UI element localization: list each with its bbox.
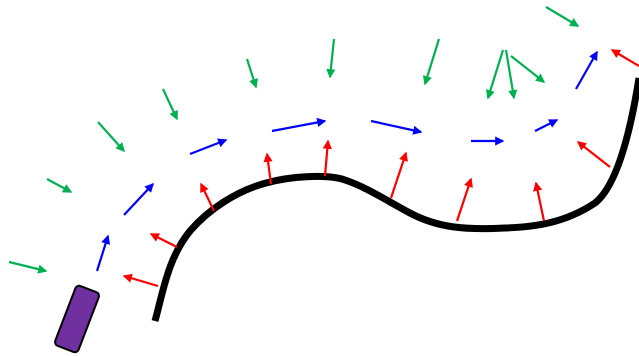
blue-arrow-2 [123, 182, 154, 216]
blue-arrow-3 [189, 138, 228, 156]
green-arrow-6 [326, 38, 336, 79]
red-arrows-group [122, 49, 639, 288]
red-arrow-5 [322, 139, 332, 177]
red-arrow-7 [455, 177, 473, 222]
green-arrow-2 [46, 178, 73, 193]
blue-arrow-1 [95, 234, 111, 272]
green-arrow-8 [485, 49, 505, 100]
blue-arrow-4 [271, 117, 327, 133]
red-arrow-9 [576, 141, 611, 168]
red-arrow-1 [122, 273, 159, 288]
red-arrow-3 [200, 182, 215, 212]
red-arrow-10 [610, 49, 639, 67]
blue-arrow-7 [534, 119, 559, 132]
red-arrow-2 [149, 233, 178, 248]
green-arrow-4 [162, 88, 178, 121]
red-arrow-8 [533, 181, 546, 222]
vehicle [54, 284, 100, 354]
green-arrow-3 [97, 121, 125, 153]
green-arrow-10 [510, 55, 546, 83]
green-arrow-7 [422, 38, 441, 86]
green-arrow-9 [504, 49, 518, 100]
red-arrow-4 [263, 152, 273, 185]
road-curve-group [151, 77, 639, 322]
road-curve [151, 77, 639, 322]
green-arrows-group [8, 6, 580, 274]
vehicle-body [54, 284, 100, 354]
blue-arrows-group [95, 50, 598, 272]
green-arrow-11 [545, 6, 580, 27]
green-arrow-5 [245, 58, 258, 89]
blue-arrow-5 [370, 119, 423, 135]
green-arrow-1 [8, 260, 48, 274]
red-arrow-6 [389, 151, 408, 199]
blue-arrow-8 [575, 50, 598, 90]
